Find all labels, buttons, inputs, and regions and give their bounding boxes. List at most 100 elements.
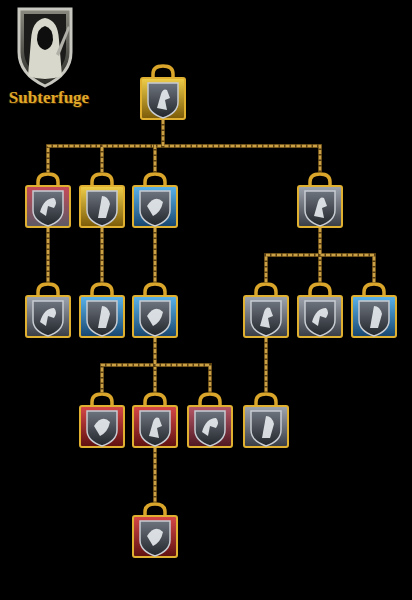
skill-icon-figure [147, 199, 163, 216]
lock-shape [296, 282, 344, 338]
skill-icon-figure [314, 198, 327, 219]
chain-link-group [102, 228, 103, 282]
lock-shape [24, 172, 72, 228]
skill-icon-shield [140, 191, 170, 226]
skill-icon-figure [149, 418, 162, 439]
lock-shape [139, 64, 187, 120]
skill-lock [242, 392, 290, 448]
chain-link-group [155, 228, 156, 282]
skill-icon-shield [87, 301, 117, 336]
lock-body [298, 296, 342, 337]
chain-link-group [102, 338, 155, 392]
skill-icon-shield [251, 411, 281, 446]
chain-shadow [155, 338, 210, 392]
lock-shape [131, 392, 179, 448]
skill-icon-shield [87, 191, 117, 226]
skill-icon-figure [40, 198, 56, 216]
lock-shape [242, 282, 290, 338]
tree-title: Subterfuge [4, 88, 94, 108]
lock-body [244, 406, 288, 447]
skill-icon-figure [202, 418, 218, 436]
chain-connector [47, 228, 50, 282]
chain-shadow [48, 120, 163, 172]
chain-connector [265, 338, 268, 392]
skill-icon-figure [157, 90, 170, 111]
class-portrait [16, 6, 74, 88]
lock-shape [186, 392, 234, 448]
chain-link-group [266, 338, 267, 392]
chain-shadow [266, 228, 320, 282]
skill-lock [186, 392, 234, 448]
chain-shadow [100, 228, 104, 282]
skill-lock [296, 172, 344, 228]
skill-icon-figure [98, 306, 110, 328]
lock-body [244, 296, 288, 337]
lock-shape [296, 172, 344, 228]
skill-icon-figure [98, 196, 110, 218]
chain-connector [101, 228, 104, 282]
lock-shape [242, 392, 290, 448]
chain-link-group [320, 228, 374, 282]
skill-lock [242, 282, 290, 338]
skill-icon-figure [260, 308, 273, 329]
chain-shadow [153, 448, 157, 502]
skill-icon-figure [94, 419, 110, 436]
skill-icon-shield [140, 521, 170, 556]
lock-body [141, 78, 185, 119]
skill-lock [139, 64, 187, 120]
skill-lock [131, 502, 179, 558]
lock-shape [131, 282, 179, 338]
chain-shadow [46, 228, 50, 282]
skill-lock [131, 172, 179, 228]
skill-icon-shield [305, 301, 335, 336]
skill-lock [24, 282, 72, 338]
lock-body [133, 296, 177, 337]
lock-body [80, 406, 124, 447]
chain-connector [102, 120, 163, 172]
chain-link-group [48, 120, 163, 172]
chain-connector [102, 338, 155, 392]
chain-connector [163, 120, 320, 172]
chain-link-group [266, 228, 320, 282]
skill-icon-figure [262, 416, 274, 438]
lock-shape [78, 282, 126, 338]
lock-body [298, 186, 342, 227]
lock-shape [350, 282, 398, 338]
lock-shape [24, 282, 72, 338]
chain-link-group [163, 120, 320, 172]
skill-icon-figure [147, 309, 163, 326]
skill-lock [131, 392, 179, 448]
skill-lock [296, 282, 344, 338]
chain-shadow [163, 120, 320, 172]
skill-lock [24, 172, 72, 228]
skill-lock [78, 172, 126, 228]
skill-icon-figure [40, 308, 56, 326]
lock-body [26, 186, 70, 227]
lock-shape [131, 502, 179, 558]
lock-shape [131, 172, 179, 228]
skill-lock [78, 282, 126, 338]
skill-lock [350, 282, 398, 338]
lock-body [133, 406, 177, 447]
skill-icon-figure [370, 306, 382, 328]
chain-link-group [155, 338, 210, 392]
lock-body [133, 186, 177, 227]
chain-shadow [102, 120, 163, 172]
chain-link-group [48, 228, 49, 282]
chain-shadow [264, 338, 268, 392]
lock-body [188, 406, 232, 447]
skill-icon-shield [140, 301, 170, 336]
skill-icon-figure [147, 529, 163, 546]
lock-body [26, 296, 70, 337]
skill-icon-shield [87, 411, 117, 446]
lock-body [80, 296, 124, 337]
lock-body [80, 186, 124, 227]
skill-icon-figure [312, 308, 328, 326]
skill-lock [78, 392, 126, 448]
skill-icon-shield [251, 301, 281, 336]
chain-shadow [102, 338, 155, 392]
chain-connector [320, 228, 374, 282]
skill-icon-shield [140, 411, 170, 446]
skill-icon-shield [148, 83, 178, 118]
